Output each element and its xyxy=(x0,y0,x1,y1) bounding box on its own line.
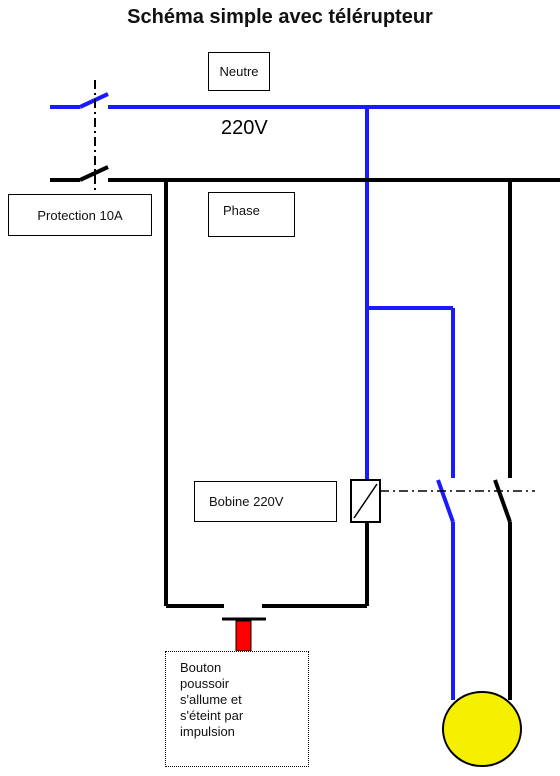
voltage-label: 220V xyxy=(221,117,268,139)
phase-contact-blade xyxy=(493,479,512,523)
phase-switch-blade xyxy=(79,165,109,182)
bobine-label: Bobine 220V xyxy=(194,481,337,522)
phase-label: Phase xyxy=(208,192,295,237)
bouton-label: Bouton poussoir s'allume et s'éteint par… xyxy=(165,651,309,767)
protection-label: Protection 10A xyxy=(8,194,152,236)
phase-wires xyxy=(50,165,560,700)
neutre-label: Neutre xyxy=(208,52,270,91)
coil-diagonal xyxy=(353,483,378,519)
diagram-title: Schéma simple avec télérupteur xyxy=(127,6,433,28)
neutral-contact-blade xyxy=(436,479,455,523)
lamp xyxy=(442,691,522,767)
neutral-wires xyxy=(50,92,560,700)
push-button xyxy=(235,620,252,652)
